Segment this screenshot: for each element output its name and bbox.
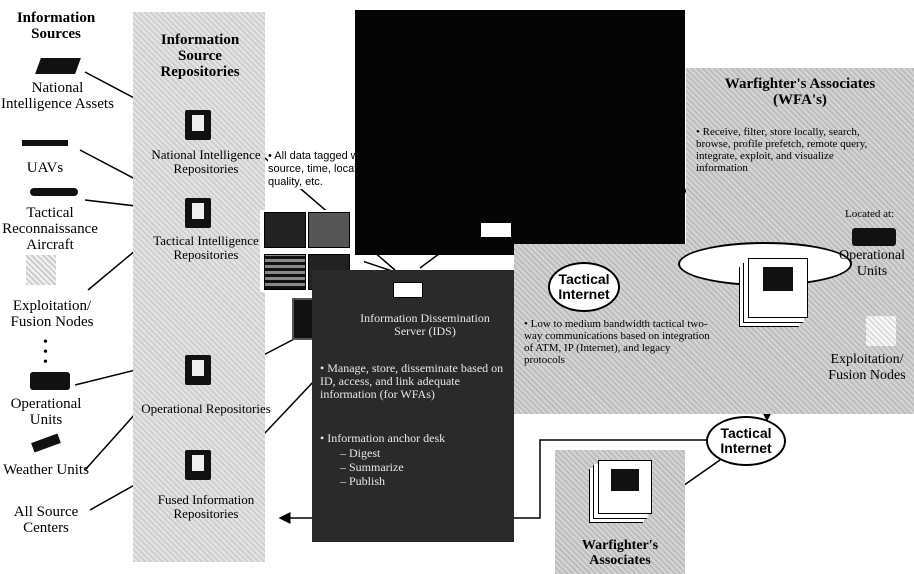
wfa-location-fusion: Exploitation/ Fusion Nodes — [828, 352, 906, 383]
dissemination-bullet-2: • Information anchor desk — [320, 431, 446, 445]
tactical-internet-label-1: Tactical Internet — [558, 271, 610, 302]
dissemination-server-panel — [312, 270, 514, 542]
source-label-exploitation: Exploitation/ Fusion Nodes — [10, 298, 94, 330]
wfa-title: Warfighter's Associates (WFA's) — [724, 76, 876, 108]
workstation-icon-bottom — [598, 460, 652, 514]
thumbnail-radar — [308, 212, 350, 248]
repository-label-operational: Operational Repositories — [141, 401, 271, 416]
node-icon-right — [866, 316, 896, 346]
sources-header: Information Sources — [16, 10, 96, 42]
wfa-bullet: • Receive, filter, store locally, search… — [696, 126, 868, 174]
tactical-internet-cloud-1: Tactical Internet — [548, 262, 620, 312]
dissemination-sub-digest: – Digest — [340, 446, 381, 460]
repository-icon-national — [185, 110, 211, 140]
dissemination-sub-publish: – Publish — [340, 474, 386, 488]
humvee-icon-right — [852, 228, 896, 246]
dissemination-sub-summarize: – Summarize — [340, 460, 404, 474]
dissemination-title: Information Dissemination Server (IDS) — [360, 311, 490, 338]
source-label-national: National Intelligence Assets — [1, 80, 114, 112]
repository-label-fused: Fused Information Repositories — [157, 492, 255, 521]
repository-icon-tactical — [185, 198, 211, 228]
repositories-header: Information Source Repositories — [160, 32, 240, 80]
thumbnail-map — [264, 212, 306, 248]
network-note: • Low to medium bandwidth tactical two-w… — [524, 318, 710, 366]
tactical-internet-cloud-2: Tactical Internet — [706, 416, 786, 466]
source-label-aircraft: Tactical Reconnaissance Aircraft — [2, 205, 98, 253]
repository-icon-operational — [185, 355, 211, 385]
source-label-uavs: UAVs — [26, 160, 64, 176]
imagery-panel — [355, 10, 685, 255]
humvee-icon — [30, 372, 70, 390]
source-label-allsource: All Source Centers — [13, 504, 79, 536]
wfa-located-at: Located at: — [845, 208, 895, 220]
wfa-location-operational: Operational Units — [838, 248, 906, 279]
workstation-icon-right — [748, 258, 808, 318]
source-label-weather: Weather Units — [3, 462, 89, 478]
monitor-icon-bottom — [611, 469, 639, 491]
thumbnail-grid — [264, 254, 306, 290]
monitor-icon — [763, 267, 793, 291]
repository-label-tactical: Tactical Intelligence Repositories — [153, 233, 259, 262]
satellite-icon — [35, 58, 81, 74]
source-label-operational: Operational Units — [10, 396, 82, 428]
repository-icon-fused — [185, 450, 211, 480]
tactical-internet-label-2: Tactical Internet — [720, 425, 772, 456]
node-icon — [26, 255, 56, 285]
repository-label-national: National Intelligence Repositories — [151, 147, 261, 176]
bottom-wfa-label: Warfighter's Associates — [581, 538, 659, 568]
dissemination-bullet-1: • Manage, store, disseminate based on ID… — [320, 361, 504, 401]
ellipsis-dots: • • • — [43, 335, 48, 370]
server-icon — [393, 282, 423, 298]
aircraft-icon — [30, 188, 78, 196]
uav-icon — [22, 140, 68, 146]
server-icon-top — [480, 222, 512, 238]
